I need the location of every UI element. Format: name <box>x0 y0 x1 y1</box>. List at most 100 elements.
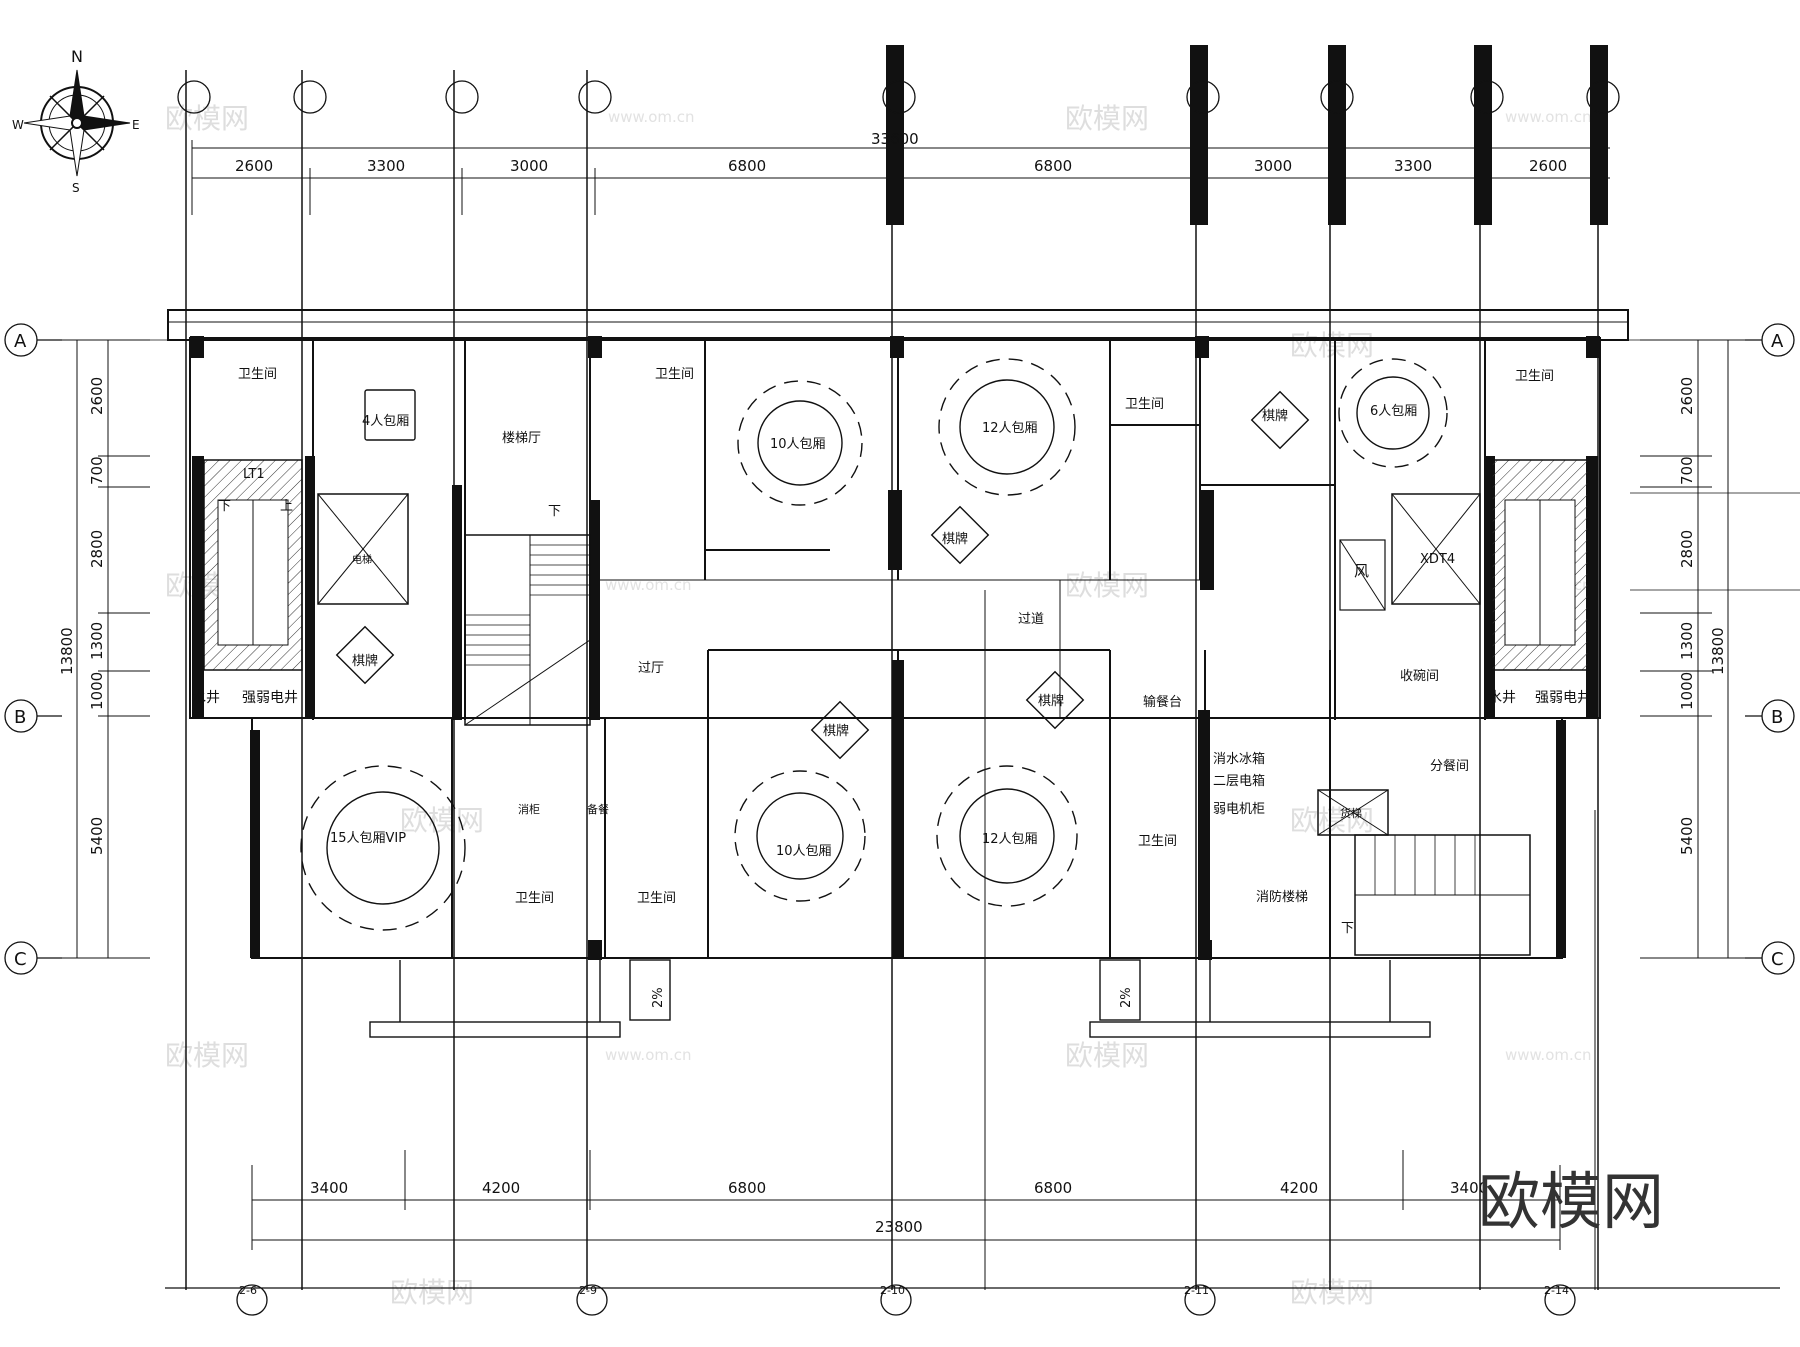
dining-tables <box>300 358 1448 931</box>
room-labels: 卫生间 4人包厢 楼梯厅 卫生间 10人包厢 12人包厢 卫生间 6人包厢 卫生… <box>192 367 1591 936</box>
dim-side-5: 1000 <box>88 672 106 710</box>
label-water-shaft-left: 水井 <box>192 690 220 706</box>
room-chess-2: 棋牌 <box>942 531 968 547</box>
slope-label-left: 2% <box>651 987 666 1008</box>
dim-top-8: 2600 <box>1529 157 1567 175</box>
axis-label-c-right: C <box>1771 949 1784 970</box>
dim-side-r3: 2800 <box>1678 530 1696 568</box>
label-weak-cabinet: 弱电机柜 <box>1213 802 1265 817</box>
dim-side-3: 2800 <box>88 530 106 568</box>
room-wc-7: 卫生间 <box>1138 834 1177 849</box>
dim-side-total-right: 13800 <box>1709 627 1727 675</box>
room-wc-4: 卫生间 <box>1515 369 1554 384</box>
top-dimension-line <box>191 140 1610 215</box>
label-wind: 风 <box>1354 562 1369 580</box>
room-dish-return: 收碗间 <box>1400 668 1439 684</box>
watermark: 欧模网 <box>1065 102 1149 135</box>
room-10p-vip-a: 10人包厢 <box>770 437 826 452</box>
dim-side-r4: 1300 <box>1678 622 1696 660</box>
dim-bottom-3: 6800 <box>728 1179 766 1197</box>
compass-south: S <box>72 181 80 195</box>
watermark: 欧模网 <box>390 1276 474 1309</box>
room-corridor: 过道 <box>1018 612 1044 627</box>
axis-label-a-right: A <box>1771 331 1784 352</box>
axis-bubble-2-14 <box>1544 1284 1576 1316</box>
axis-label-2-14: 2-14 <box>1544 1284 1569 1297</box>
room-wc-3: 卫生间 <box>1125 397 1164 412</box>
dim-side-2: 700 <box>88 456 106 485</box>
label-down-1: 下 <box>218 499 231 514</box>
dim-top-5: 6800 <box>1034 157 1072 175</box>
watermarks: 欧模网 www.om.cn 欧模网 www.om.cn 欧模网 欧模网 www.… <box>165 102 1592 1309</box>
label-serving-counter: 输餐台 <box>1143 694 1182 710</box>
room-chess-3: 棋牌 <box>1262 408 1288 424</box>
right-dimension-line <box>1640 339 1745 959</box>
dim-top-4: 6800 <box>728 157 766 175</box>
label-power-shaft-left: 强弱电井 <box>242 690 298 706</box>
label-power-shaft-right: 强弱电井 <box>1535 690 1591 706</box>
elevator-right <box>1339 493 1481 611</box>
axis-label-b-left: B <box>14 707 26 728</box>
axis-label-2-10: 2-10 <box>880 1284 905 1297</box>
room-12p-vip-b: 12人包厢 <box>982 832 1038 847</box>
label-disinfect-cabinet: 消柜 <box>518 802 540 816</box>
room-chess-5: 棋牌 <box>1038 693 1064 709</box>
axis-label-2-11: 2-11 <box>1184 1284 1209 1297</box>
axis-label-2-9: 2-9 <box>579 1284 597 1297</box>
watermark: 欧模网 <box>165 102 249 135</box>
dim-bottom-1: 3400 <box>310 1179 348 1197</box>
label-elevator-left: 电梯 <box>352 553 372 566</box>
axis-bubble-2-6 <box>236 1284 268 1316</box>
dim-side-r2: 700 <box>1678 456 1696 485</box>
watermark: 欧模网 <box>1290 1276 1374 1309</box>
dim-top-1: 2600 <box>235 157 273 175</box>
label-ice-fridge: 消水冰箱 <box>1213 751 1265 767</box>
watermark-url: www.om.cn <box>605 576 692 594</box>
watermark: 欧模网 <box>400 804 484 837</box>
room-wc-5: 卫生间 <box>515 891 554 906</box>
compass-west: W <box>12 118 24 132</box>
room-wc-6: 卫生间 <box>637 891 676 906</box>
fire-staircase <box>1354 834 1531 956</box>
dim-top-2: 3300 <box>367 157 405 175</box>
label-xdt4: XDT4 <box>1420 552 1455 567</box>
room-chess-4: 棋牌 <box>823 723 849 739</box>
label-cargo-elevator: 货梯 <box>1340 806 1362 820</box>
room-wc-2: 卫生间 <box>655 367 694 382</box>
room-6p-vip: 6人包厢 <box>1370 404 1417 419</box>
compass-east: E <box>132 118 140 132</box>
cargo-elevator <box>1317 789 1389 836</box>
dim-side-r6: 5400 <box>1678 817 1696 855</box>
label-down-2: 下 <box>548 504 561 519</box>
room-lobby: 过厅 <box>638 661 664 676</box>
dim-side-1: 2600 <box>88 377 106 415</box>
axis-label-a-left: A <box>14 331 27 352</box>
room-wc-1: 卫生间 <box>238 367 277 382</box>
elevator-left <box>317 493 409 605</box>
watermark-url: www.om.cn <box>608 108 695 126</box>
watermark-url: www.om.cn <box>1505 108 1592 126</box>
label-pantry: 备餐 <box>587 802 609 816</box>
bottom-dimension-line <box>251 1150 1561 1250</box>
label-lt1: LT1 <box>243 467 265 482</box>
label-up-1: 上 <box>280 499 293 514</box>
axis-bubble-2-11 <box>1184 1284 1216 1316</box>
entrance-canopies <box>369 959 1431 1038</box>
dim-bottom-6: 3400 <box>1450 1179 1488 1197</box>
watermark-url: www.om.cn <box>605 1046 692 1064</box>
grid-lines <box>165 70 1780 1290</box>
dim-top-6: 3000 <box>1254 157 1292 175</box>
dim-top-3: 3000 <box>510 157 548 175</box>
axis-label-2-6: 2-6 <box>239 1284 257 1297</box>
dim-bottom-2: 4200 <box>482 1179 520 1197</box>
room-15p-vip: 15人包厢VIP <box>330 831 406 846</box>
axis-bubble-2-9 <box>576 1284 608 1316</box>
label-floor2-panel: 二层电箱 <box>1213 773 1265 789</box>
room-fire-stair: 消防楼梯 <box>1256 889 1308 905</box>
axis-bubble-2-10 <box>880 1284 912 1316</box>
dim-side-r5: 1000 <box>1678 672 1696 710</box>
watermark: 欧模网 <box>1065 569 1149 602</box>
stair-core-right <box>1491 459 1589 671</box>
room-stair-hall: 楼梯厅 <box>502 431 541 446</box>
